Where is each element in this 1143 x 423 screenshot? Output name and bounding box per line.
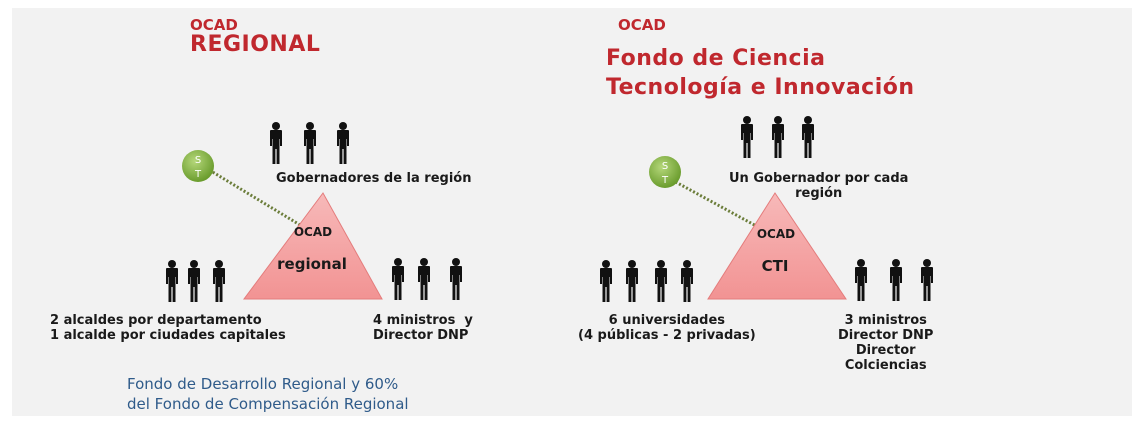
right-top-group-label: Un Gobernador por cada región [729,171,909,201]
left-ocad-label: OCAD [190,16,238,34]
right-triangle-top-text: OCAD [757,227,795,241]
left-triangle-bottom-text: regional [277,255,347,273]
left-top-group-label: Gobernadores de la región [276,171,472,186]
right-st-top: S [662,161,668,172]
right-top-people-icon [741,116,814,158]
right-right-group-label: 3 ministros Director DNP Director Colcie… [838,313,934,373]
left-st-badge: S T [182,150,214,182]
left-right-people-icon [392,258,462,300]
right-title: Fondo de Ciencia Tecnología e Innovación [606,46,915,100]
right-triangle-bottom-text: CTI [762,257,789,275]
right-st-bottom: T [661,175,669,186]
right-st-badge: S T [649,156,681,188]
left-footer-text: Fondo de Desarrollo Regional y 60% del F… [127,375,409,413]
left-title: REGIONAL [190,32,321,57]
right-right-people-icon [855,259,933,301]
right-left-group-label: 6 universidades (4 públicas - 2 privadas… [578,313,756,343]
right-ocad-label: OCAD [618,16,666,34]
left-left-group-label: 2 alcaldes por departamento 1 alcalde po… [50,313,286,343]
diagram-canvas [12,8,1132,416]
left-right-group-label: 4 ministros y Director DNP [373,313,473,343]
left-st-connector [205,166,306,230]
left-ocad-triangle [243,192,383,300]
right-st-connector [671,178,761,230]
right-ocad-triangle [707,192,847,300]
right-left-people-icon [600,260,693,302]
left-st-bottom: T [194,169,202,180]
left-triangle-top-text: OCAD [294,225,332,239]
left-left-people-icon [166,260,225,302]
left-st-top: S [195,155,201,166]
left-top-people-icon [270,122,349,164]
